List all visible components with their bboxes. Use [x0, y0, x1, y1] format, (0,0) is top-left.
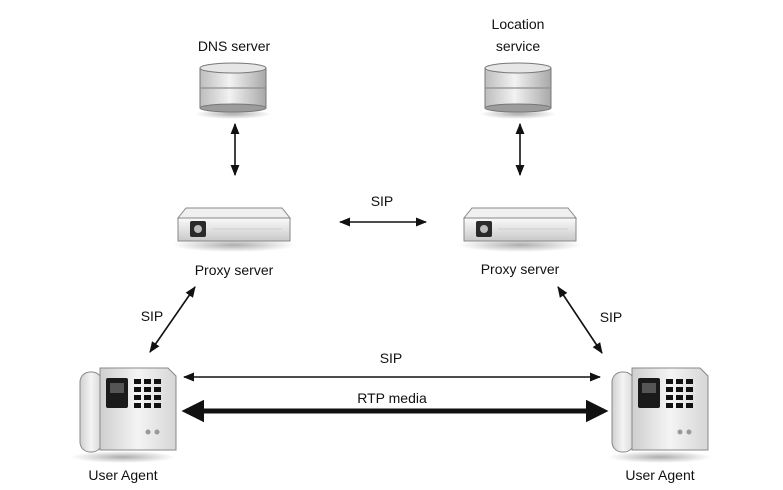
server-icon [458, 207, 582, 252]
proxy-left-agent-left-arrow [149, 286, 196, 353]
proxy-server-right-node: Proxy server [458, 207, 582, 277]
agent-agent-rtp-label: RTP media [357, 390, 427, 406]
ip-phone-icon [71, 367, 177, 463]
proxy-server-right-label: Proxy server [481, 261, 560, 277]
proxy-left-agent-left-sip-label: SIP [141, 308, 164, 324]
location-service-label-line1: Location [492, 16, 545, 32]
user-agent-left-node: User Agent [71, 367, 177, 483]
user-agent-left-label: User Agent [88, 467, 157, 483]
location-service-label-line2: service [496, 38, 541, 54]
database-icon [195, 62, 271, 119]
proxy-proxy-sip-label: SIP [371, 193, 394, 209]
dns-server-node: DNS server [195, 38, 271, 119]
proxy-right-agent-right-sip-label: SIP [600, 309, 623, 325]
database-icon [480, 62, 556, 119]
server-icon [172, 207, 296, 252]
user-agent-right-node: User Agent [608, 367, 712, 483]
ip-phone-icon [608, 367, 712, 463]
proxy-server-left-node: Proxy server [172, 207, 296, 278]
proxy-right-agent-right-arrow [557, 286, 603, 354]
proxy-server-left-label: Proxy server [195, 262, 274, 278]
user-agent-right-label: User Agent [625, 467, 694, 483]
agent-agent-sip-label: SIP [380, 350, 403, 366]
location-service-node: Location service [480, 16, 556, 119]
dns-server-label: DNS server [198, 38, 271, 54]
